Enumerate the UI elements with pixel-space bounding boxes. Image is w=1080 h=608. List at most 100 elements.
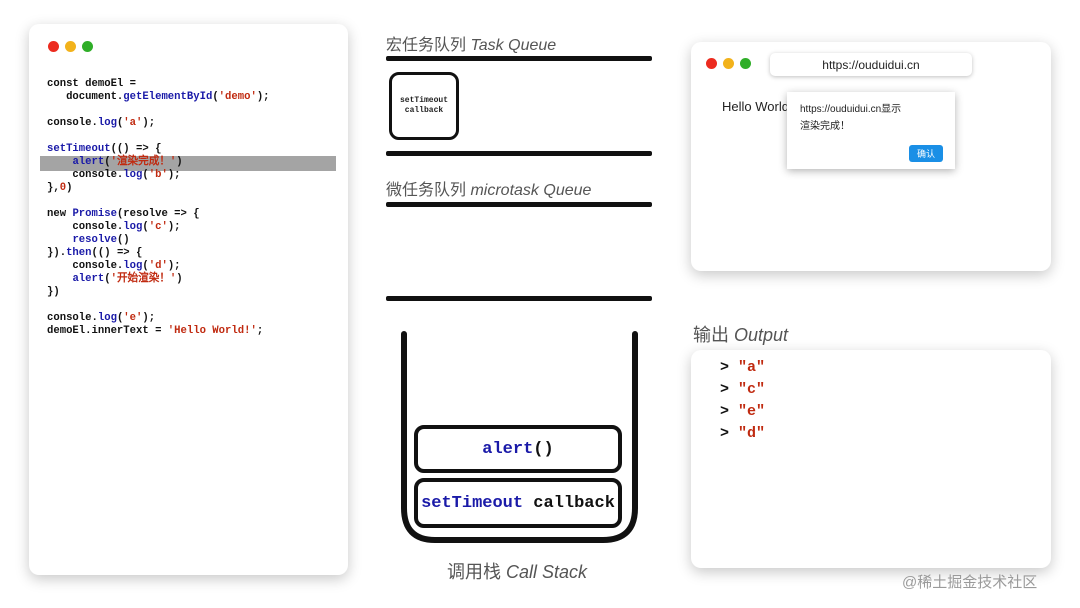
code-identifier: log — [97, 312, 117, 324]
output-title-en: Output — [734, 325, 789, 345]
browser-minimize-icon[interactable] — [723, 58, 734, 69]
call-stack-container — [401, 331, 638, 543]
code-text: console. — [47, 117, 98, 129]
output-line: > "e" — [720, 403, 765, 420]
code-text: (() => { — [110, 143, 162, 155]
code-text — [47, 273, 72, 285]
output-title: 输出 Output — [693, 321, 788, 347]
code-number: 0 — [59, 182, 67, 194]
address-bar-url: https://ouduidui.cn — [822, 57, 920, 72]
call-stack-outline — [401, 331, 638, 543]
code-line: alert('渲染完成！') — [47, 156, 347, 169]
browser-close-icon[interactable] — [706, 58, 717, 69]
code-identifier: setTimeout — [47, 143, 111, 155]
output-prompt: > — [720, 381, 730, 398]
code-text — [47, 156, 72, 168]
code-line — [47, 130, 347, 143]
code-text: console. — [47, 312, 98, 324]
code-identifier: resolve — [72, 234, 117, 246]
code-text: ) — [176, 156, 183, 168]
code-line: demoEl.innerText = 'Hello World!'; — [47, 325, 347, 338]
output-console-panel — [691, 350, 1051, 568]
microtask-queue-title-en: microtask Queue — [470, 182, 592, 199]
code-text: ( — [212, 91, 219, 103]
code-text: const demoEl = — [47, 78, 137, 90]
code-line: }) — [47, 286, 347, 299]
minimize-window-icon[interactable] — [65, 41, 76, 52]
alert-dialog-message: 渲染完成！ — [800, 121, 850, 132]
code-text: ( — [116, 312, 124, 324]
code-string: '渲染完成！' — [110, 156, 177, 168]
stack-frame-alert: alert() — [414, 425, 622, 473]
stack-frame-callback-fn: setTimeout — [421, 493, 524, 513]
alert-confirm-button[interactable]: 确认 — [909, 145, 943, 162]
output-line: > "a" — [720, 359, 765, 376]
code-text: (resolve => { — [116, 208, 200, 220]
code-line — [47, 104, 347, 117]
task-queue-item: setTimeout callback — [389, 72, 459, 140]
code-text: ); — [167, 221, 181, 233]
code-identifier: getElementById — [123, 91, 213, 103]
code-text: ( — [104, 156, 111, 168]
task-queue-top-border — [386, 56, 652, 61]
code-text: ) — [66, 182, 73, 194]
output-title-cn: 输出 — [693, 325, 729, 345]
code-text: (() => { — [91, 247, 143, 259]
code-line: new Promise(resolve => { — [47, 208, 347, 221]
code-text: ); — [167, 260, 181, 272]
code-text: ( — [116, 117, 124, 129]
output-line: > "d" — [720, 425, 765, 442]
output-prompt: > — [720, 403, 730, 420]
code-text: demoEl.innerText = — [47, 325, 168, 337]
code-text: ( — [142, 221, 149, 233]
task-queue-item-line2: callback — [404, 106, 444, 115]
alert-dialog-origin: https://ouduidui.cn显示 — [800, 104, 902, 115]
task-queue-title: 宏任务队列 Task Queue — [386, 31, 556, 55]
maximize-window-icon[interactable] — [82, 41, 93, 52]
code-string: '开始渲染！' — [110, 273, 177, 285]
code-text: console. — [47, 221, 124, 233]
code-string: 'b' — [148, 169, 168, 181]
call-stack-title-cn: 调用栈 — [447, 562, 501, 582]
browser-window-controls — [706, 58, 751, 69]
code-editor-panel — [29, 24, 348, 575]
code-text: ); — [142, 312, 156, 324]
code-text: ( — [142, 260, 149, 272]
code-line: alert('开始渲染！') — [47, 273, 347, 286]
code-identifier: log — [97, 117, 117, 129]
output-value: "d" — [738, 425, 766, 442]
code-identifier: log — [123, 169, 143, 181]
code-line: console.log('a'); — [47, 117, 347, 130]
browser-maximize-icon[interactable] — [740, 58, 751, 69]
output-value: "c" — [738, 381, 766, 398]
microtask-queue-bottom-border — [386, 296, 652, 301]
code-line — [47, 195, 347, 208]
code-line: console.log('d'); — [47, 260, 347, 273]
code-identifier: then — [66, 247, 92, 259]
code-line: }).then(() => { — [47, 247, 347, 260]
code-line: },0) — [47, 182, 347, 195]
close-window-icon[interactable] — [48, 41, 59, 52]
code-line: console.log('c'); — [47, 221, 347, 234]
code-text: }) — [47, 286, 60, 298]
code-line: const demoEl = — [47, 78, 347, 91]
code-text: ; — [256, 325, 264, 337]
code-text: console. — [47, 260, 124, 272]
address-bar[interactable]: https://ouduidui.cn — [770, 53, 972, 76]
current-line-highlight — [40, 156, 336, 171]
code-identifier: log — [123, 260, 143, 272]
code-identifier: Promise — [72, 208, 117, 220]
watermark: @稀土掘金技术社区 — [902, 574, 1038, 591]
browser-page-text: Hello World — [722, 99, 789, 114]
code-line: setTimeout(() => { — [47, 143, 347, 156]
code-text: console. — [47, 169, 124, 181]
microtask-queue-top-border — [386, 202, 652, 207]
code-text: ); — [256, 91, 270, 103]
call-stack-title-en: Call Stack — [506, 562, 588, 582]
code-string: 'Hello World!' — [167, 325, 257, 337]
code-text: new — [47, 208, 73, 220]
output-value: "a" — [738, 359, 766, 376]
code-text: }, — [47, 182, 60, 194]
code-identifier: alert — [72, 273, 105, 285]
code-text: ( — [142, 169, 149, 181]
